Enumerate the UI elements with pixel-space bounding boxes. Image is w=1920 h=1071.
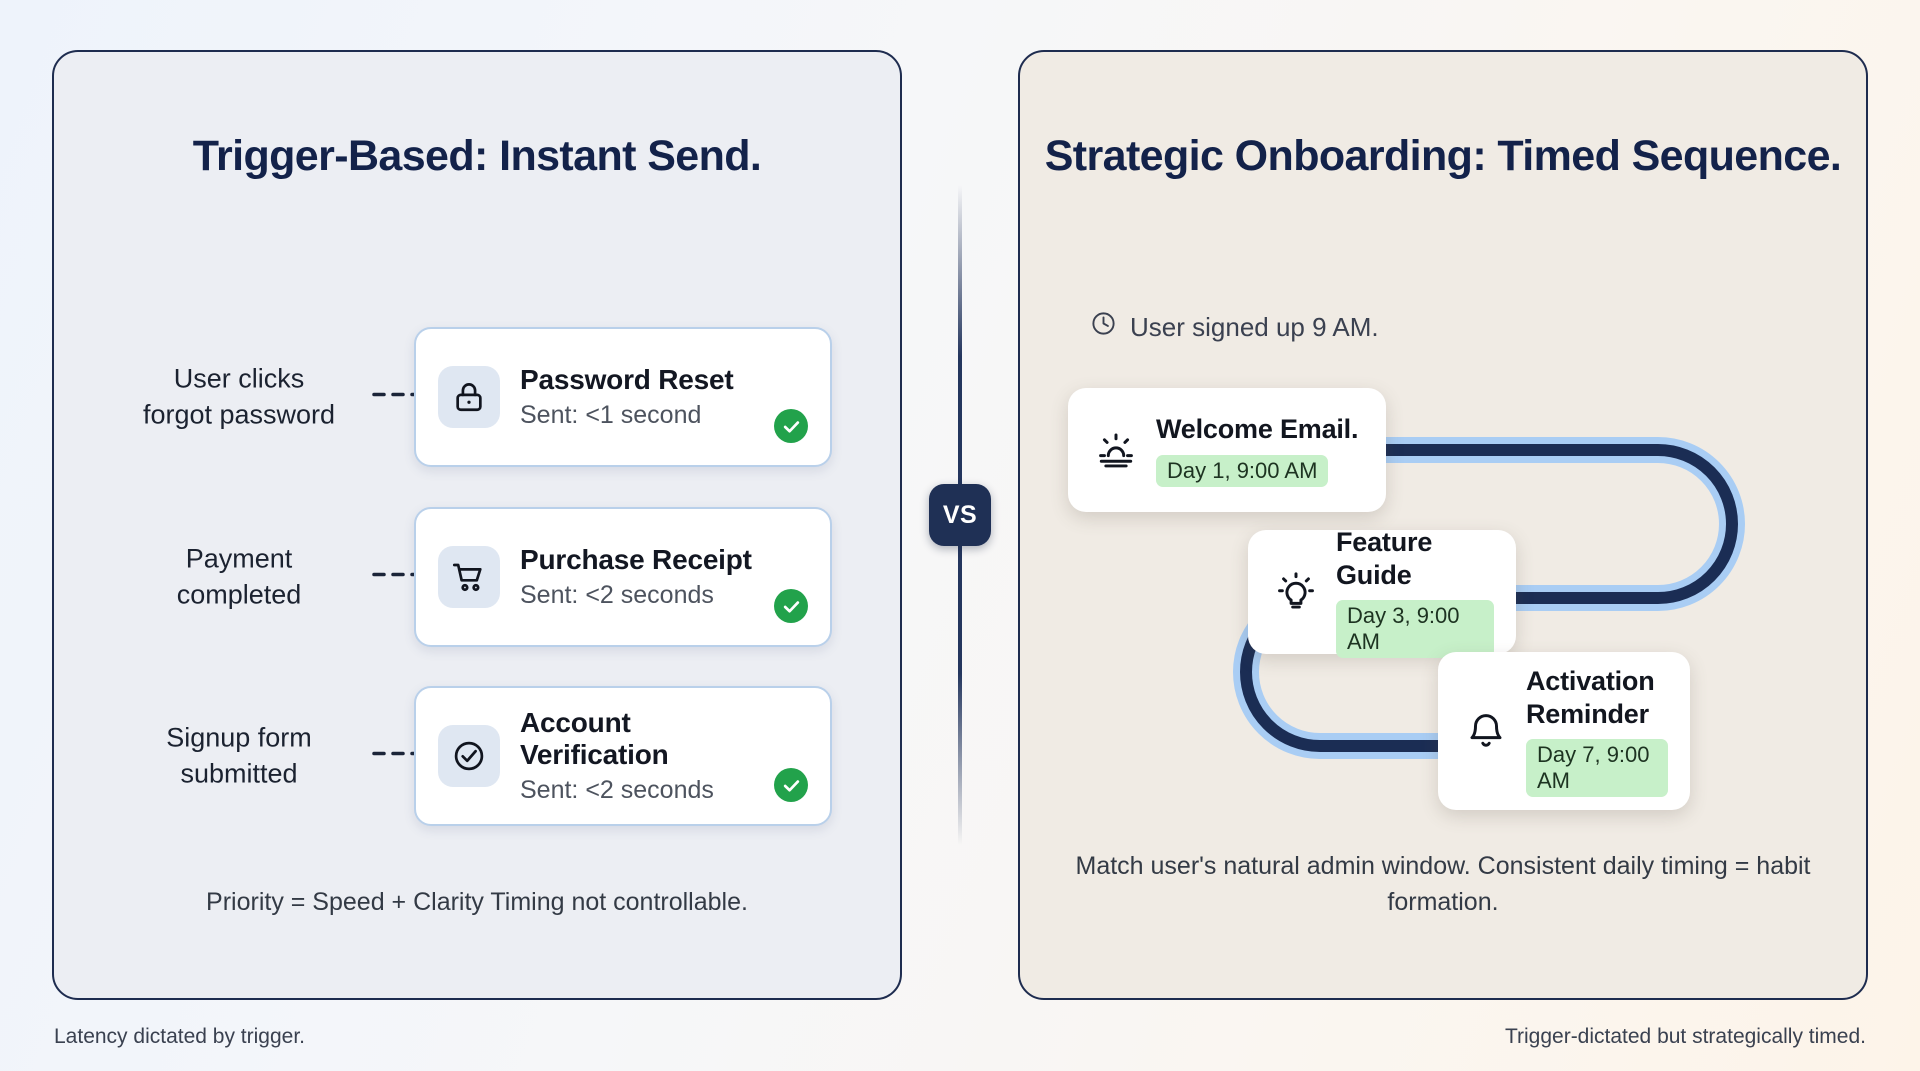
event-card[interactable]: Purchase Receipt Sent: <2 seconds (414, 507, 832, 647)
bell-icon (1460, 710, 1512, 752)
check-badge (774, 589, 808, 623)
shopping-cart-icon (438, 546, 500, 608)
event-title: Account Verification (520, 707, 669, 770)
flow-card[interactable]: Feature Guide Day 3, 9:00 AM (1248, 527, 1516, 658)
panel-left-footnote: Priority = Speed + Clarity Timing not co… (206, 887, 748, 916)
panel-right-title: Strategic Onboarding: Timed Sequence. (1044, 132, 1842, 180)
flow-title: Activation Reminder (1526, 666, 1655, 729)
lightbulb-icon (1270, 571, 1322, 613)
panel-strategic-onboarding: Strategic Onboarding: Timed Sequence. Us… (1018, 50, 1868, 1000)
schedule-pill: Day 7, 9:00 AM (1526, 738, 1668, 797)
check-badge (774, 768, 808, 802)
panel-left-title: Trigger-Based: Instant Send. (192, 132, 762, 180)
clock-icon (1090, 310, 1117, 344)
caption-right: Trigger-dictated but strategically timed… (1504, 1025, 1866, 1048)
trigger-label: User clicks forgot password (142, 363, 336, 429)
event-status-text: Sent: <2 seconds (520, 581, 714, 609)
schedule-pill: Day 1, 9:00 AM (1156, 454, 1329, 487)
trigger-row: Signup form submitted Account Verificati… (54, 686, 904, 826)
trigger-label: Signup form submitted (166, 722, 312, 788)
flow-card[interactable]: Welcome Email. Day 1, 9:00 AM (1068, 388, 1386, 512)
onboarding-flow: Welcome Email. Day 1, 9:00 AM Feature Gu… (1020, 372, 1870, 852)
flow-card[interactable]: Activation Reminder Day 7, 9:00 AM (1438, 652, 1690, 810)
flow-title: Welcome Email. (1156, 414, 1359, 445)
event-status-text: Sent: <1 second (520, 401, 702, 429)
panel-right-footnote: Match user's natural admin window. Consi… (1075, 852, 1811, 916)
event-card[interactable]: Password Reset Sent: <1 second (414, 327, 832, 467)
lock-icon (438, 366, 500, 428)
signup-note: User signed up 9 AM. (1090, 310, 1379, 344)
sunrise-icon (1090, 429, 1142, 471)
vs-badge: VS (929, 484, 991, 546)
event-status-text: Sent: <2 seconds (520, 776, 714, 804)
event-title: Purchase Receipt (520, 544, 752, 575)
flow-title: Feature Guide (1336, 527, 1433, 590)
schedule-pill: Day 3, 9:00 AM (1336, 599, 1494, 658)
caption-left: Latency dictated by trigger. (54, 1025, 305, 1048)
trigger-row: User clicks forgot password Password Res… (54, 327, 904, 467)
check-circle-icon (438, 725, 500, 787)
trigger-row: Payment completed Purchase Receipt Sent:… (54, 507, 904, 647)
panel-trigger-based: Trigger-Based: Instant Send. User clicks… (52, 50, 902, 1000)
trigger-label: Payment completed (176, 543, 302, 609)
event-card[interactable]: Account Verification Sent: <2 seconds (414, 686, 832, 826)
event-title: Password Reset (520, 364, 734, 395)
signup-note-text: User signed up 9 AM. (1130, 311, 1379, 342)
check-badge (774, 409, 808, 443)
